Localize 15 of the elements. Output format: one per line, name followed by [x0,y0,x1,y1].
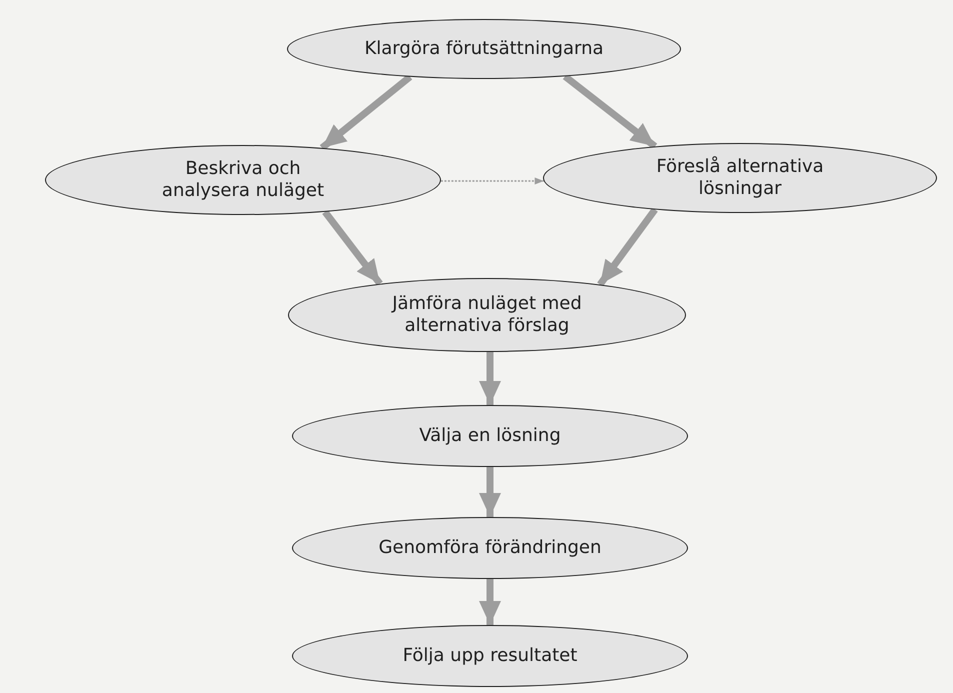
step-label: Genomföra förändringen [378,536,602,560]
step-label: Beskriva och analysera nuläget [160,158,326,202]
step-label: Klargöra förutsättningarna [364,38,604,60]
arrow [597,208,658,287]
arrow [440,178,544,184]
step-label: Följa upp resultatet [402,644,578,668]
arrow [322,210,383,286]
arrow [320,74,412,151]
arrow [479,579,501,625]
arrow [479,352,501,405]
step-label: Föreslå alternativa lösningar [655,156,825,200]
step-label: Jämföra nuläget med alternativa förslag [390,292,583,338]
step-label: Välja en lösning [419,424,561,448]
arrow [562,74,658,150]
arrow [479,467,501,517]
